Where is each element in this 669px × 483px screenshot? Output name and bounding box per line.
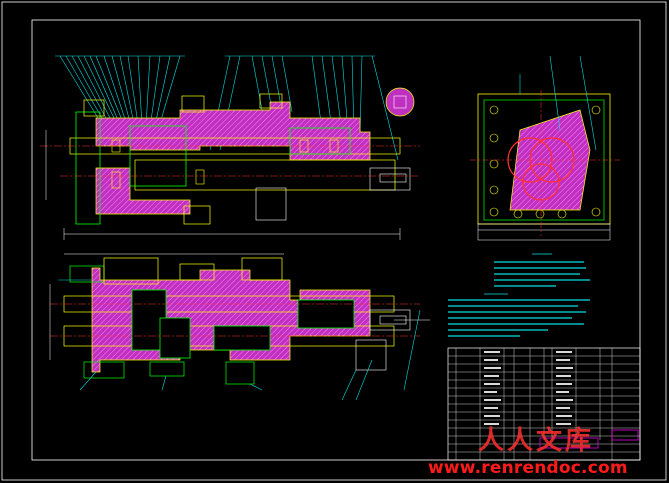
side-view bbox=[470, 55, 620, 241]
watermark-url: www.renrendoc.com bbox=[428, 458, 628, 478]
watermark-logo: 人人文库 bbox=[478, 426, 595, 456]
drawing-inner-frame bbox=[31, 19, 641, 461]
technical-notes bbox=[448, 253, 590, 337]
top-section-view bbox=[40, 55, 420, 240]
parts-list-table bbox=[447, 347, 641, 461]
bottom-section-view bbox=[49, 253, 430, 401]
